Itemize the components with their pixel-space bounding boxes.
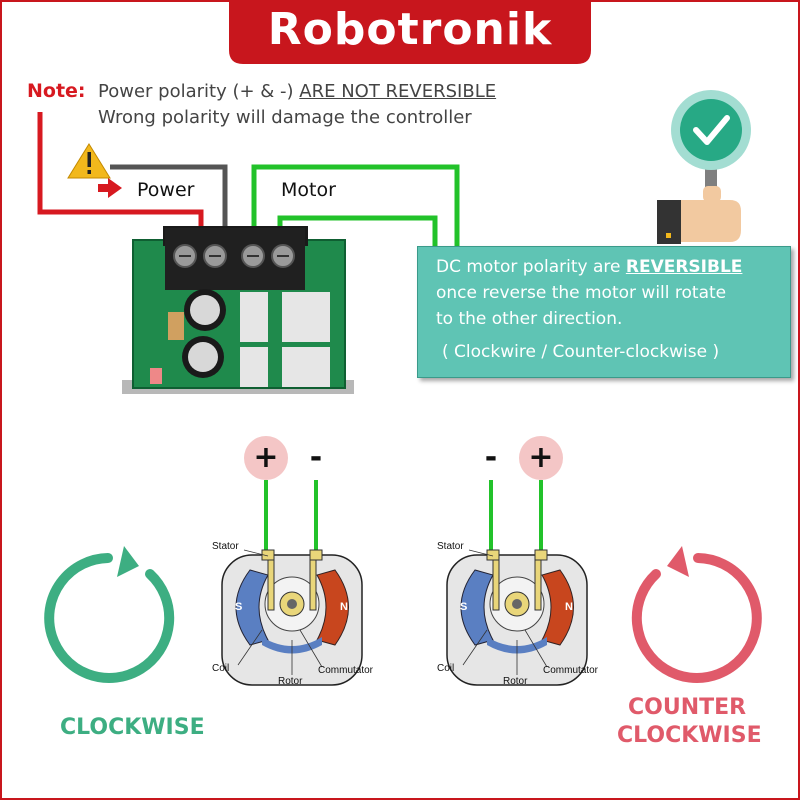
left-pole-s: S <box>235 601 243 613</box>
left-rotor-label: Rotor <box>278 676 303 687</box>
clockwise-arrow-icon <box>44 546 175 683</box>
power-wire-negative <box>110 164 228 235</box>
left-coil-label: Coil <box>212 663 230 674</box>
info-box: DC motor polarity are REVERSIBLE once re… <box>417 246 791 378</box>
warning-icon <box>67 143 111 179</box>
info-line-2: once reverse the motor will rotate <box>436 283 727 303</box>
info-line-4: ( Clockwire / Counter-clockwise ) <box>442 342 720 362</box>
note-emphasis: ARE NOT REVERSIBLE <box>299 81 497 102</box>
right-rotor-label: Rotor <box>503 676 528 687</box>
motor-label: Motor <box>281 179 336 201</box>
note-pointer-wire <box>37 112 204 235</box>
motor-diagram-left <box>221 436 363 686</box>
info-line-1: DC motor polarity are REVERSIBLE <box>436 257 742 277</box>
counter-clockwise-label-line-1: COUNTER <box>628 695 747 720</box>
left-commutator-label: Commutator <box>318 665 374 676</box>
left-stator-label: Stator <box>212 541 239 552</box>
note-line-1-text: Power polarity (+ & -) <box>98 81 300 102</box>
counter-clockwise-label-line-2: CLOCKWISE <box>617 723 762 748</box>
motor-controller-board <box>122 226 354 394</box>
left-pole-n: N <box>340 601 348 613</box>
brand-title: Robotronik <box>267 4 553 55</box>
info-line-3: to the other direction. <box>436 309 623 329</box>
right-stator-label: Stator <box>437 541 464 552</box>
left-terminal-minus: - <box>309 440 323 475</box>
power-label: Power <box>137 179 195 201</box>
brand-banner <box>229 0 591 64</box>
arrow-right-icon <box>98 178 122 198</box>
terminal-plus-bg <box>244 436 288 480</box>
terminal-plus-bg <box>519 436 563 480</box>
info-line-1-text: DC motor polarity are <box>436 257 626 277</box>
left-terminal-plus: + <box>253 440 279 475</box>
right-pole-n: N <box>565 601 573 613</box>
counter-clockwise-arrow-icon <box>631 546 762 683</box>
note-line-2: Wrong polarity will damage the controlle… <box>98 107 472 128</box>
info-emphasis: REVERSIBLE <box>625 257 743 277</box>
right-coil-label: Coil <box>437 663 455 674</box>
right-commutator-label: Commutator <box>543 665 599 676</box>
check-icon <box>671 90 751 198</box>
clockwise-label: CLOCKWISE <box>60 715 205 740</box>
right-terminal-minus: - <box>484 440 498 475</box>
right-pole-s: S <box>460 601 468 613</box>
right-terminal-plus: + <box>528 440 554 475</box>
motor-wire-1 <box>251 164 460 246</box>
note-line-1: Power polarity (+ & -) ARE NOT REVERSIBL… <box>98 81 496 102</box>
note-label: Note: <box>27 80 86 102</box>
motor-diagram-right <box>446 436 588 686</box>
thumbs-up-icon <box>657 186 741 244</box>
